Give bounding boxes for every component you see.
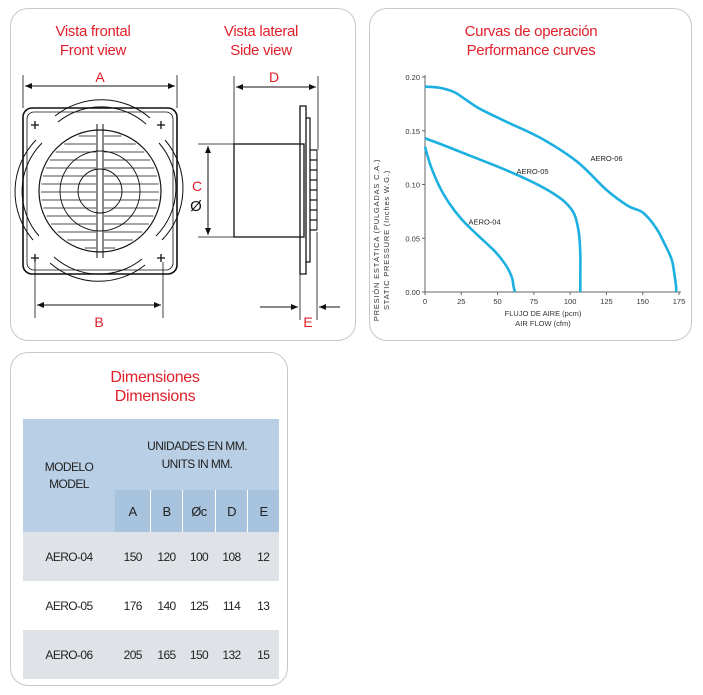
x-tick-label: 125 (600, 297, 613, 306)
series-label: AERO-05 (516, 167, 548, 176)
units-header: UNIDADES EN MM. UNITS IN MM. (115, 419, 279, 490)
value-cell: 150 (123, 549, 143, 564)
value-cell: 15 (257, 647, 270, 662)
model-header: MODELO MODEL (23, 419, 115, 532)
series-line-aero-04 (423, 146, 517, 293)
x-tick-label: 0 (423, 297, 427, 306)
table-row: AERO-05 176 140 125 114 13 (23, 581, 279, 630)
y-tick-label: 0.10 (405, 181, 420, 190)
label-a: A (95, 69, 105, 85)
dimension-c: C Ø (190, 143, 234, 238)
side-view-title-es: Vista lateral (223, 23, 299, 40)
x-tick-label: 75 (530, 297, 538, 306)
dimensions-title-es: Dimensiones (110, 369, 200, 386)
series-line-aero-05 (424, 137, 582, 292)
model-cell: AERO-05 (45, 598, 93, 613)
y-tick-label: 0.20 (405, 73, 420, 82)
label-d: D (269, 69, 279, 85)
x-tick-label: 25 (457, 297, 465, 306)
value-cell: 150 (189, 647, 209, 662)
y-tick-label: 0.00 (405, 288, 420, 297)
x-axis-label-es: FLUJO DE AIRE (pcm) (505, 309, 582, 318)
value-cell: 120 (157, 549, 176, 564)
y-tick-label: 0.15 (405, 127, 420, 136)
x-tick-label: 50 (493, 297, 501, 306)
column-header-e: E (259, 503, 268, 519)
curves-title-en: Performance curves (466, 42, 596, 59)
units-header-en: UNITS IN MM. (161, 456, 233, 471)
column-header-d: D (215, 490, 248, 532)
views-drawing: A B (14, 69, 340, 330)
dimension-e: E (260, 232, 340, 330)
column-header-b: B (150, 490, 183, 532)
value-cell: 12 (257, 549, 270, 564)
y-tick-label: 0.05 (405, 234, 420, 243)
model-cell: AERO-06 (45, 647, 93, 662)
front-view (14, 99, 184, 282)
label-c: C (192, 178, 202, 194)
value-cell: 176 (123, 598, 143, 613)
dimensions-table: MODELO MODEL UNIDADES EN MM. UNITS IN MM… (23, 419, 279, 679)
x-tick-label: 150 (636, 297, 649, 306)
curves-title: Curvas de operación Performance curves (411, 22, 651, 60)
series-line-aero-06 (424, 85, 678, 293)
dimensions-title-en: Dimensions (114, 388, 196, 405)
front-view-title-en: Front view (59, 42, 127, 59)
model-header-es: MODELO (44, 459, 94, 474)
views-panel (10, 8, 356, 341)
performance-chart: 0 25 50 75 100 125 150 175 0.00 0.05 0.10 0.15 0.20… (372, 73, 686, 328)
dimension-b: B (34, 262, 164, 330)
front-view-title: Vista frontal Front view (28, 22, 158, 60)
units-header-es: UNIDADES EN MM. (147, 438, 247, 453)
model-cell: AERO-04 (45, 549, 93, 564)
curves-title-es: Curvas de operación (464, 23, 598, 40)
x-tick-label: 100 (564, 297, 577, 306)
diameter-symbol: Ø (190, 198, 202, 215)
value-cell: 114 (222, 598, 241, 613)
value-cell: 132 (222, 647, 241, 662)
front-grille-slats (41, 135, 159, 249)
side-view-title-en: Side view (230, 42, 292, 59)
value-cell: 140 (157, 598, 176, 613)
series-label: AERO-04 (469, 217, 501, 226)
table-row: AERO-06 205 165 150 132 15 (23, 630, 279, 679)
x-tick-label: 175 (673, 297, 686, 306)
value-cell: 125 (189, 598, 209, 613)
front-view-title-es: Vista frontal (55, 23, 131, 40)
value-cell: 13 (257, 598, 270, 613)
y-axis-label-en: STATIC PRESSURE (Inches W.G.) (382, 170, 391, 310)
label-b: B (94, 314, 103, 330)
x-axis-label-en: AIR FLOW (cfm) (515, 319, 571, 328)
mounting-screws (31, 121, 165, 262)
column-header-a: A (115, 490, 151, 532)
dimensions-title: Dimensiones Dimensions (60, 368, 250, 406)
side-view-title: Vista lateral Side view (196, 22, 326, 60)
label-e: E (303, 314, 312, 330)
curves-panel (369, 8, 692, 341)
series-label: AERO-06 (590, 154, 622, 163)
y-axis-label-es: PRESIÓN ESTÁTICA (PULGADAS C.A.) (372, 159, 381, 321)
value-cell: 100 (189, 549, 209, 564)
value-cell: 108 (222, 549, 241, 564)
value-cell: 205 (123, 647, 143, 662)
dimension-a: A (22, 69, 178, 108)
table-row: AERO-04 150 120 100 108 12 (23, 532, 279, 581)
model-header-en: MODEL (49, 476, 89, 491)
value-cell: 165 (157, 647, 176, 662)
side-view (233, 105, 318, 275)
column-header-c: Øc (182, 490, 216, 532)
dimension-d: D (233, 69, 319, 150)
